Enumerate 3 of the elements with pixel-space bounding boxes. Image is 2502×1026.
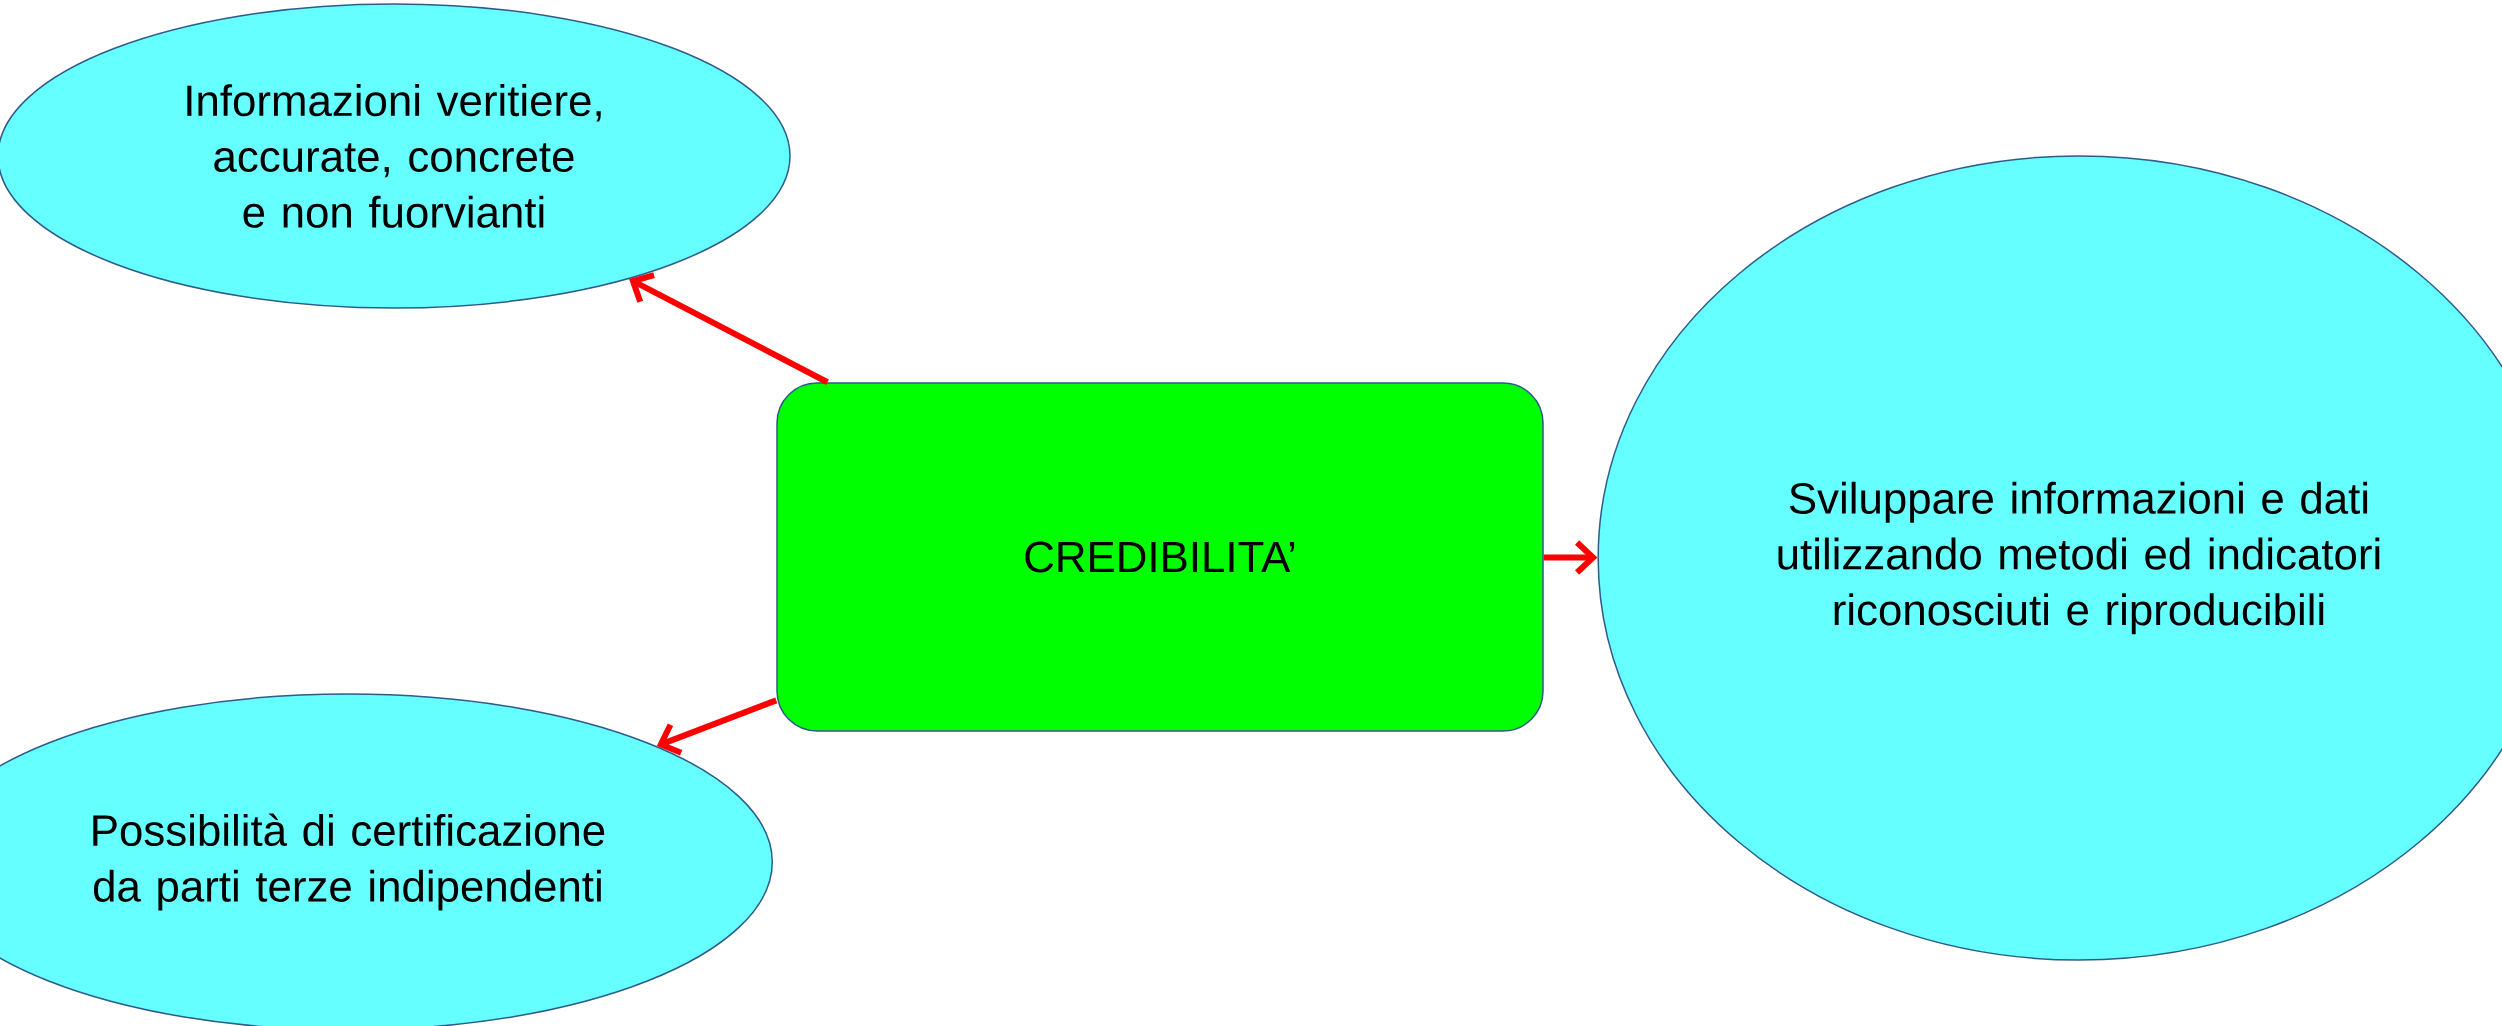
arrow: [629, 272, 829, 385]
process-box: CREDIBILITA’: [776, 382, 1544, 732]
arrow: [656, 697, 778, 756]
